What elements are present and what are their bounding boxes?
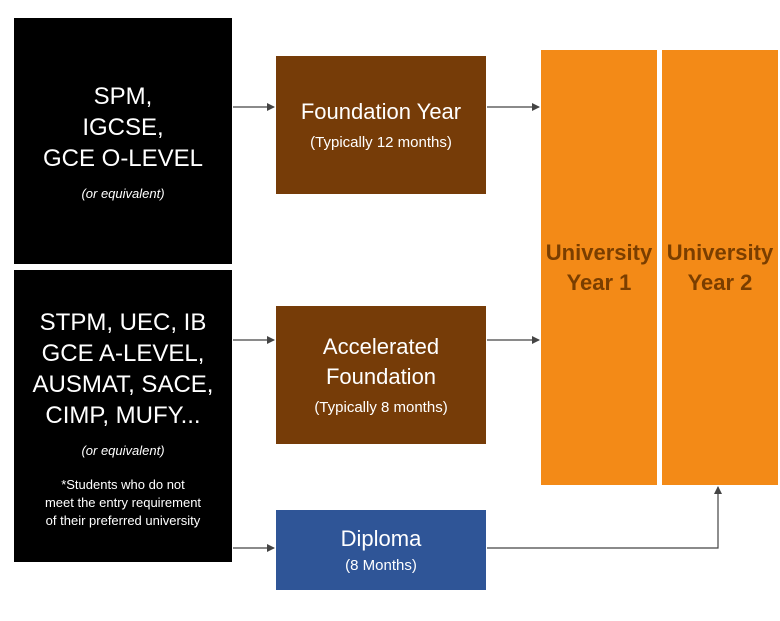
accelerated-foundation-box: Accelerated Foundation (Typically 8 mont… — [276, 306, 486, 444]
entry-line: GCE O-LEVEL — [42, 145, 204, 172]
university-label-line: University — [666, 239, 774, 265]
note-line: of their preferred university — [45, 512, 201, 528]
university-label-line: Year 2 — [687, 269, 753, 295]
pathway-title: Foundation Year — [300, 99, 462, 124]
entry-box-alevel: STPM, UEC, IB GCE A-LEVEL, AUSMAT, SACE,… — [14, 270, 232, 562]
pathway-title: Diploma — [340, 526, 422, 551]
entry-line: STPM, UEC, IB — [39, 308, 207, 336]
university-year-2-box: University Year 2 — [662, 50, 778, 485]
foundation-year-box: Foundation Year (Typically 12 months) — [276, 56, 486, 194]
entry-line: GCE A-LEVEL, — [41, 339, 205, 367]
arrow-diploma-to-year2 — [487, 486, 722, 549]
pathway-title-line: Foundation — [325, 364, 437, 389]
entry-note: *Students who do not meet the entry requ… — [45, 476, 201, 530]
entry-line: CIMP, MUFY... — [45, 401, 201, 429]
pathway-duration: (Typically 12 months) — [310, 134, 452, 151]
equivalent-label: (or equivalent) — [81, 442, 165, 458]
entry-line: SPM, — [93, 83, 153, 110]
note-line: *Students who do not — [61, 476, 185, 492]
diploma-box: Diploma (8 Months) — [276, 510, 486, 590]
university-label-line: University — [545, 239, 653, 265]
pathway-duration: (Typically 8 months) — [314, 399, 448, 416]
entry-line: IGCSE, — [82, 114, 164, 141]
pathway-title-line: Accelerated — [322, 334, 440, 359]
note-line: meet the entry requirement — [44, 494, 202, 510]
pathway-duration: (8 Months) — [345, 557, 417, 574]
entry-box-olevel: SPM, IGCSE, GCE O-LEVEL (or equivalent) — [14, 18, 232, 264]
equivalent-label: (or equivalent) — [81, 186, 165, 201]
university-label-line: Year 1 — [566, 269, 632, 295]
entry-line: AUSMAT, SACE, — [32, 370, 214, 398]
university-year-1-box: University Year 1 — [541, 50, 657, 485]
